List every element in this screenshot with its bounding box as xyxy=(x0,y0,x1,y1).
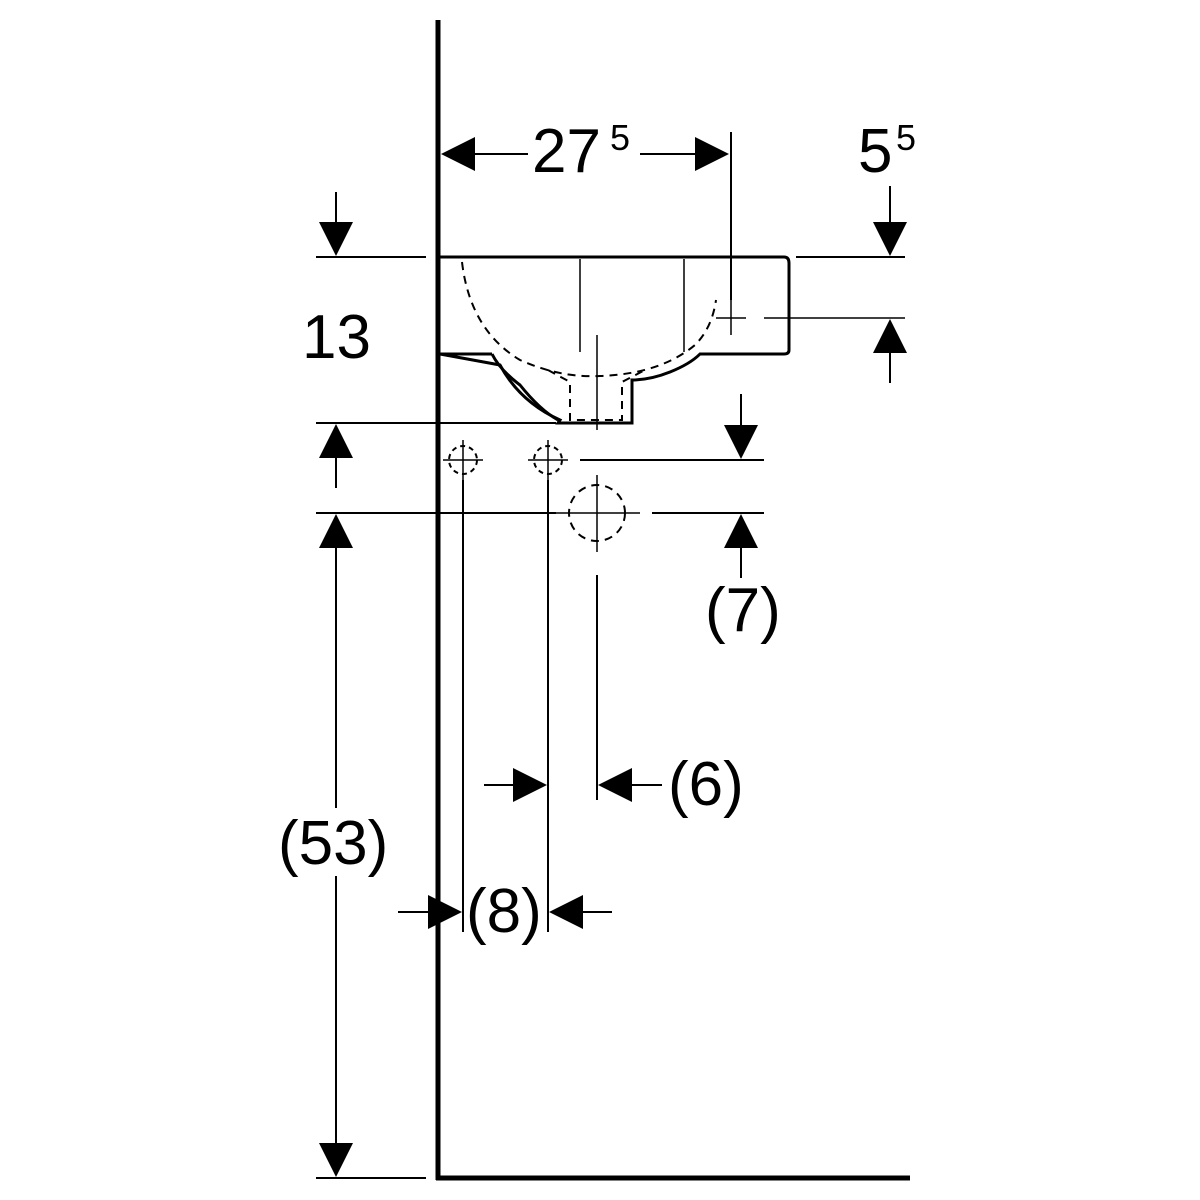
bowl-lower-curve xyxy=(490,353,559,422)
label-53-bg xyxy=(280,808,392,876)
arrow-13-up xyxy=(319,424,353,458)
hidden-bowl xyxy=(461,261,717,421)
dim-rim-offset xyxy=(796,186,905,383)
label-6: (6) xyxy=(668,750,744,819)
dim-basin-height xyxy=(316,192,556,488)
arrow-8-left xyxy=(549,895,583,929)
arrow-6-left xyxy=(598,768,632,802)
bowl-hidden-contour xyxy=(461,261,717,378)
arrow-7-down xyxy=(724,425,758,459)
guide-lines xyxy=(462,480,598,932)
label-8: (8) xyxy=(466,877,542,946)
label-7: (7) xyxy=(705,576,781,645)
label-13: 13 xyxy=(302,303,371,372)
arrow-8-right xyxy=(428,895,462,929)
arrow-55-up xyxy=(873,319,907,353)
label-53: (53) xyxy=(278,809,388,878)
arrow-55-down xyxy=(873,222,907,256)
label-27-sup: 5 xyxy=(610,117,630,158)
wall-and-floor xyxy=(435,20,910,1181)
arrow-27-right xyxy=(695,137,729,171)
arrow-7-up xyxy=(724,514,758,548)
drain-hidden xyxy=(547,369,646,421)
supply-connections xyxy=(443,440,640,552)
basin xyxy=(439,255,791,425)
arrow-6-right xyxy=(513,768,547,802)
arrow-53-up xyxy=(319,514,353,548)
arrow-13-down xyxy=(319,222,353,256)
arrow-27-left xyxy=(441,137,475,171)
label-55-main: 5 xyxy=(858,117,892,186)
arrow-53-down xyxy=(319,1143,353,1177)
label-55-sup: 5 xyxy=(896,117,916,158)
center-lines xyxy=(596,300,905,430)
label-27-main: 27 xyxy=(532,117,601,186)
label-8-bg xyxy=(466,876,544,938)
basin-outline xyxy=(439,255,791,425)
dim-supply-drop xyxy=(316,394,764,578)
